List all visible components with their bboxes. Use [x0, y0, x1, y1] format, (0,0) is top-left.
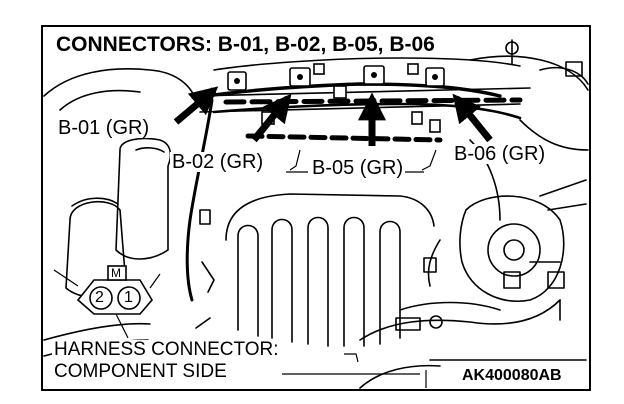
alternator [459, 195, 565, 302]
left-hose-inner [59, 89, 141, 111]
pin-2-circle [89, 286, 113, 310]
intake-runner-1 [237, 224, 259, 337]
diagram-title: CONNECTORS: B-01, B-02, B-05, B-06 [54, 33, 437, 56]
diagram-frame [41, 25, 591, 391]
connector-symbol [76, 265, 153, 315]
intake-runner-3 [307, 216, 329, 347]
component-side-label: COMPONENT SIDE [52, 361, 229, 382]
intake-runner-2 [271, 218, 293, 343]
figure-code: AK400080AB [460, 367, 564, 384]
intake-runner-4 [343, 216, 365, 347]
arrow-b06 [452, 93, 493, 143]
harness-left [185, 98, 214, 302]
callout-b06: B-06 (GR) [452, 143, 548, 165]
arrow-b01 [173, 86, 219, 125]
pin-1-circle [117, 286, 141, 310]
pin-1-label: 1 [124, 289, 133, 306]
intake-runner-5 [379, 220, 401, 345]
connector-symbol-tab [107, 265, 127, 281]
arrow-b02 [251, 93, 292, 143]
callout-b01: B-01 (GR) [56, 117, 152, 139]
harness-top [204, 82, 502, 98]
pin-2-label: 2 [95, 289, 104, 306]
right-cover [469, 55, 589, 91]
harness-connector-label: HARNESS CONNECTOR: [52, 339, 281, 360]
connector-symbol-tab-label: M [111, 266, 121, 280]
connector-symbol-outline [76, 279, 153, 315]
callout-b05: B-05 (GR) [310, 157, 406, 179]
left-tower-cap [135, 147, 165, 153]
left-hose-outline [43, 68, 197, 101]
callout-b02: B-02 (GR) [170, 151, 266, 173]
